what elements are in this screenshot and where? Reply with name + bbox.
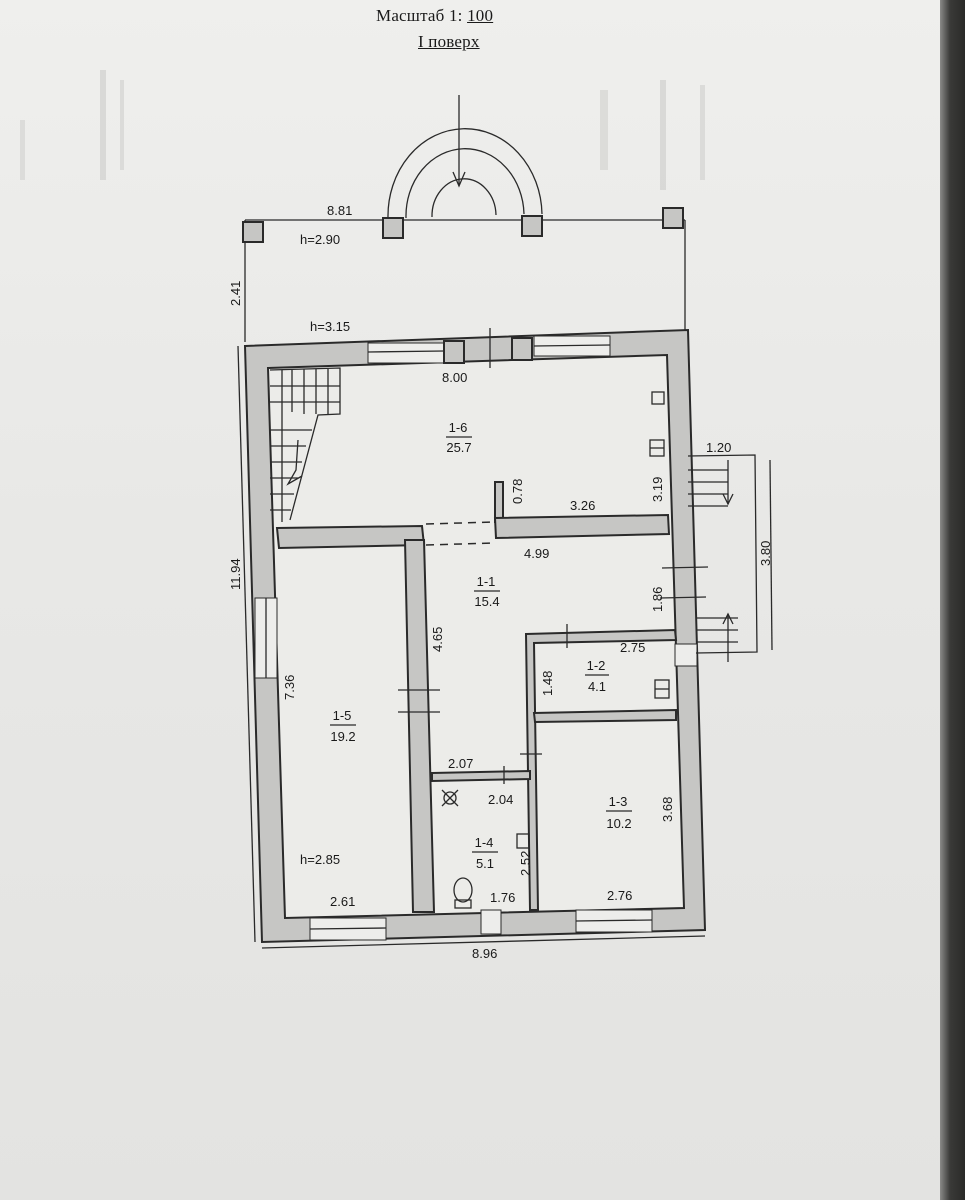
shower-icon (443, 791, 457, 805)
dim-room15-height: h=2.85 (300, 852, 340, 867)
sheet-edge-shadow (940, 0, 965, 1200)
room-1-3-id: 1-3 (609, 794, 628, 809)
dim-room15-depth: 7.36 (282, 675, 297, 700)
porch-column-2 (382, 217, 404, 239)
dim-room16-side: 3.19 (650, 477, 665, 502)
dim-floor-height: h=3.15 (310, 319, 350, 334)
dimension-lines (237, 345, 706, 949)
dim-top-inner: 8.00 (442, 370, 467, 385)
dimension-labels: 8.81 h=2.90 2.41 h=3.15 8.00 1.20 3.19 0… (228, 203, 773, 961)
steps-arrow-up-icon (722, 612, 734, 625)
room-1-5-area: 19.2 (330, 729, 355, 744)
room-1-3-area: 10.2 (606, 816, 631, 831)
dim-steps-width: 1.20 (706, 440, 731, 455)
floor-title: I поверх (418, 32, 480, 51)
steps-arrow-down-icon (722, 493, 734, 506)
dim-total-depth: 11.94 (228, 558, 243, 590)
room-1-4-id: 1-4 (475, 835, 494, 850)
room-1-4-area: 5.1 (476, 856, 494, 871)
dim-porch-depth: 2.41 (228, 281, 243, 306)
dim-segment-186: 1.86 (650, 587, 665, 612)
dim-short-wall: 0.78 (510, 479, 525, 504)
dim-room15-width: 2.61 (330, 894, 355, 909)
entrance-arrow-icon (452, 171, 466, 188)
dim-room14-side: 2.52 (518, 851, 533, 876)
room-1-1-id: 1-1 (477, 574, 496, 589)
dim-room13-width: 2.76 (607, 888, 632, 903)
porch-column-3 (521, 215, 543, 237)
windows (254, 335, 698, 941)
dim-room14-depth: 2.04 (488, 792, 513, 807)
staircase (269, 367, 341, 522)
sink-icon (651, 391, 665, 405)
side-steps (687, 454, 773, 662)
porch-column-right (662, 207, 684, 229)
dim-room14-bottom: 1.76 (490, 890, 515, 905)
scale-label: Масштаб 1: 100 (376, 6, 493, 26)
room-labels: 1-6 25.7 1-1 15.4 1-5 19.2 1-2 4.1 1-4 5… (330, 420, 632, 871)
dim-partition: 3.26 (570, 498, 595, 513)
outer-walls (243, 328, 707, 944)
porch-column-left (242, 221, 264, 243)
dim-hall-width: 4.99 (524, 546, 549, 561)
dim-porch-width: 8.81 (327, 203, 352, 218)
toilet-icon (453, 877, 473, 903)
room-1-6-id: 1-6 (449, 420, 468, 435)
window-top-1 (367, 342, 445, 364)
dim-porch-height: h=2.90 (300, 232, 340, 247)
dim-side-steps: 3.80 (758, 541, 773, 566)
dim-room13-depth: 3.68 (660, 797, 675, 822)
dim-room14-width: 2.07 (448, 756, 473, 771)
washbasin-icon (516, 833, 530, 849)
room-1-1-area: 15.4 (474, 594, 499, 609)
dim-room12-width: 2.75 (620, 640, 645, 655)
bleed-through-marks (20, 70, 705, 190)
scale-prefix: Масштаб 1: (376, 6, 463, 25)
window-bottom-small (480, 909, 502, 935)
scale-value: 100 (467, 6, 494, 25)
dim-total-width: 8.96 (472, 946, 497, 961)
window-right-small (674, 643, 698, 667)
room-1-5-id: 1-5 (333, 708, 352, 723)
porch (242, 95, 686, 342)
room-1-6-area: 25.7 (446, 440, 471, 455)
dim-room12-depth: 1.48 (540, 671, 555, 696)
fixtures (441, 391, 670, 909)
room-1-2-area: 4.1 (588, 679, 606, 694)
interior-walls (275, 328, 709, 913)
room-1-2-id: 1-2 (587, 658, 606, 673)
dim-hall-depth: 4.65 (430, 627, 445, 652)
stair-arrow-icon (286, 439, 303, 486)
